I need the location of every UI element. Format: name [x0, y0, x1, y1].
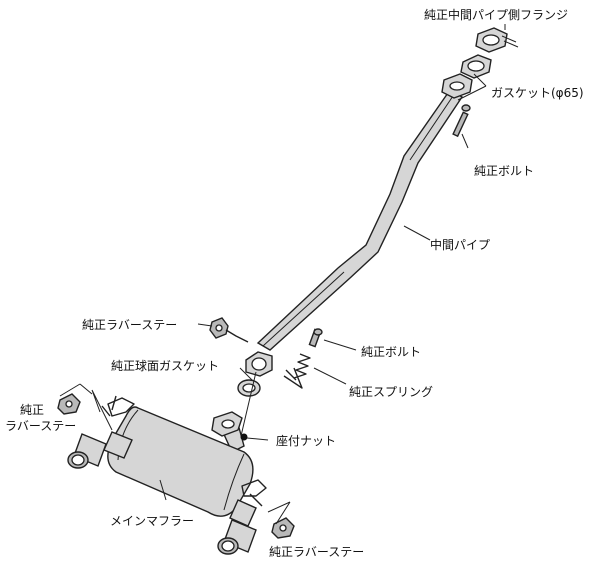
- label-oem-bolt-top: 純正ボルト: [474, 164, 534, 178]
- callout-labels: 純正中間パイプ側フランジ ガスケット(φ65) 純正ボルト 中間パイプ 純正ラバ…: [5, 7, 584, 559]
- label-oem-rubber-stay-bottom: 純正ラバーステー: [269, 545, 364, 559]
- main-muffler: [67, 395, 267, 555]
- middle-pipe: [245, 73, 473, 377]
- oem-rubber-stay-left: [57, 383, 93, 415]
- oem-bolt-top: [452, 104, 471, 138]
- oem-bolt-mid: [308, 328, 323, 348]
- label-oem-rubber-stay-left-line1: 純正: [20, 403, 44, 417]
- leader-lines: [91, 24, 506, 525]
- label-oem-bolt-mid: 純正ボルト: [361, 345, 421, 359]
- label-oem-rubber-stay-left-line2: ラバーステー: [5, 419, 76, 433]
- oem-mid-pipe-flange: [475, 27, 519, 53]
- label-middle-pipe: 中間パイプ: [430, 237, 490, 252]
- seat-nut: [240, 433, 248, 441]
- oem-spherical-gasket: [237, 379, 261, 397]
- oem-spring: [283, 353, 311, 389]
- label-main-muffler: メインマフラー: [110, 514, 194, 528]
- label-oem-spherical-gasket: 純正球面ガスケット: [111, 359, 219, 373]
- oem-rubber-stay-bottom: [271, 517, 295, 539]
- label-oem-spring: 純正スプリング: [349, 385, 433, 399]
- label-seat-nut: 座付ナット: [276, 433, 336, 448]
- oem-rubber-stay-upper: [209, 317, 249, 343]
- label-gasket-65: ガスケット(φ65): [491, 86, 584, 100]
- label-oem-mid-pipe-flange: 純正中間パイプ側フランジ: [424, 7, 568, 22]
- gasket-65: [460, 54, 492, 79]
- label-oem-rubber-stay-upper: 純正ラバーステー: [82, 318, 177, 332]
